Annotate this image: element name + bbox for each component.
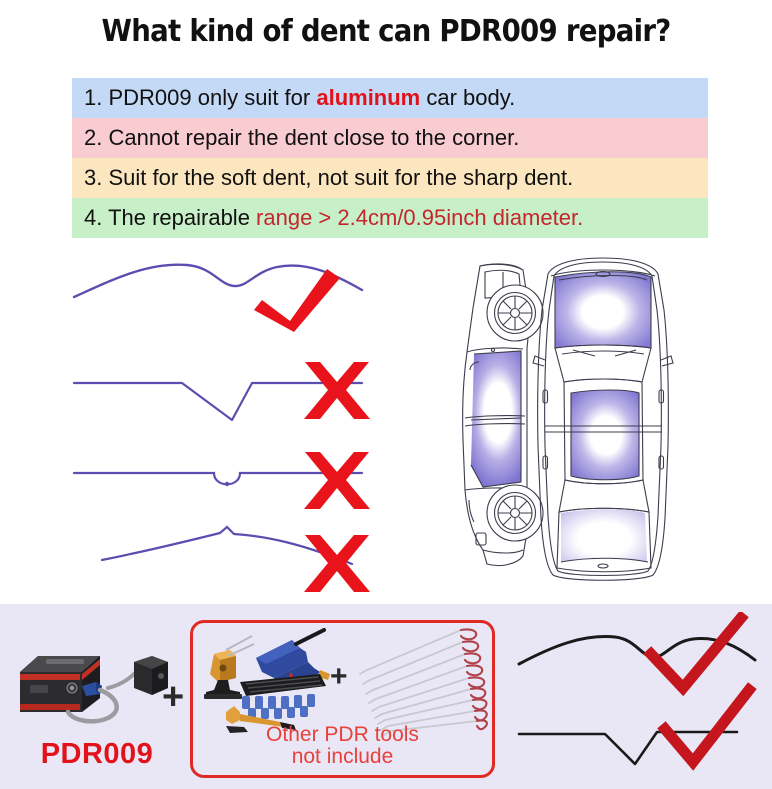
dent-curve-soft-broad [72, 263, 364, 299]
plus-sign-1: + [162, 676, 185, 718]
bullet-list: 1. PDR009 only suit for aluminum car bod… [72, 78, 708, 238]
tools-not-included-caption: Other PDR tools not include [200, 724, 485, 768]
dent-curve-creased-ridge [100, 525, 354, 566]
repair-result-diagrams [517, 612, 757, 771]
car-top-view [532, 257, 674, 581]
glue-tabs [242, 694, 315, 719]
checkmark-icon-result-2 [657, 682, 757, 771]
car-side-view [462, 263, 544, 567]
result-curve-sharp-v [517, 730, 739, 766]
tab-rail-tool [240, 674, 326, 696]
pdr009-label: PDR009 [40, 738, 154, 770]
wheel-front [486, 284, 544, 342]
page-title: What kind of dent can PDR009 repair? [101, 14, 671, 49]
bullet-text: car body. [420, 85, 516, 110]
dent-profile-diagrams [72, 263, 370, 592]
cross-icon-2 [304, 452, 370, 509]
bullet-text: 4. The repairable [84, 205, 257, 230]
tap-down-tool [226, 706, 296, 730]
wheel-rear [486, 484, 544, 542]
pdr-rods-set-image [359, 628, 488, 736]
cross-icon-3 [304, 535, 370, 592]
other-pdr-tools-box [190, 620, 495, 778]
bullet-row-4: 4. The repairable range > 2.4cm/0.95inch… [72, 198, 708, 238]
caption-line-1: Other PDR tools [266, 723, 419, 746]
highlight-term: aluminum [316, 85, 421, 110]
bullet-row-3: 3. Suit for the soft dent, not suit for … [72, 158, 708, 198]
bullet-text: 3. Suit for the soft dent, not suit for … [84, 165, 574, 190]
pdr009-device-image [20, 656, 168, 724]
dent-curve-pinpoint [72, 471, 364, 486]
product-bundle-strip: PDR009 + [0, 604, 772, 789]
tool-tip-piece [226, 726, 248, 733]
checkmark-icon-result-1 [643, 612, 749, 697]
pdr-tool-set-image [204, 628, 330, 733]
highlight-phrase: range > 2.4cm/0.95inch diameter. [256, 205, 584, 230]
checkmark-icon-1 [254, 269, 340, 332]
dent-curve-sharp-v [72, 381, 364, 422]
caption-line-2: not include [291, 745, 394, 768]
plus-sign-2: + [330, 660, 348, 693]
bullet-text: 2. Cannot repair the dent close to the c… [84, 125, 520, 150]
bullet-row-1: 1. PDR009 only suit for aluminum car bod… [72, 78, 708, 118]
bullet-text: 1. PDR009 only suit for [84, 85, 317, 110]
pinpoint-dot [224, 481, 230, 487]
cross-icon-1 [304, 362, 370, 419]
car-diagrams [462, 257, 674, 581]
bullet-row-2: 2. Cannot repair the dent close to the c… [72, 118, 708, 158]
slide-hammer-tool [204, 635, 255, 699]
